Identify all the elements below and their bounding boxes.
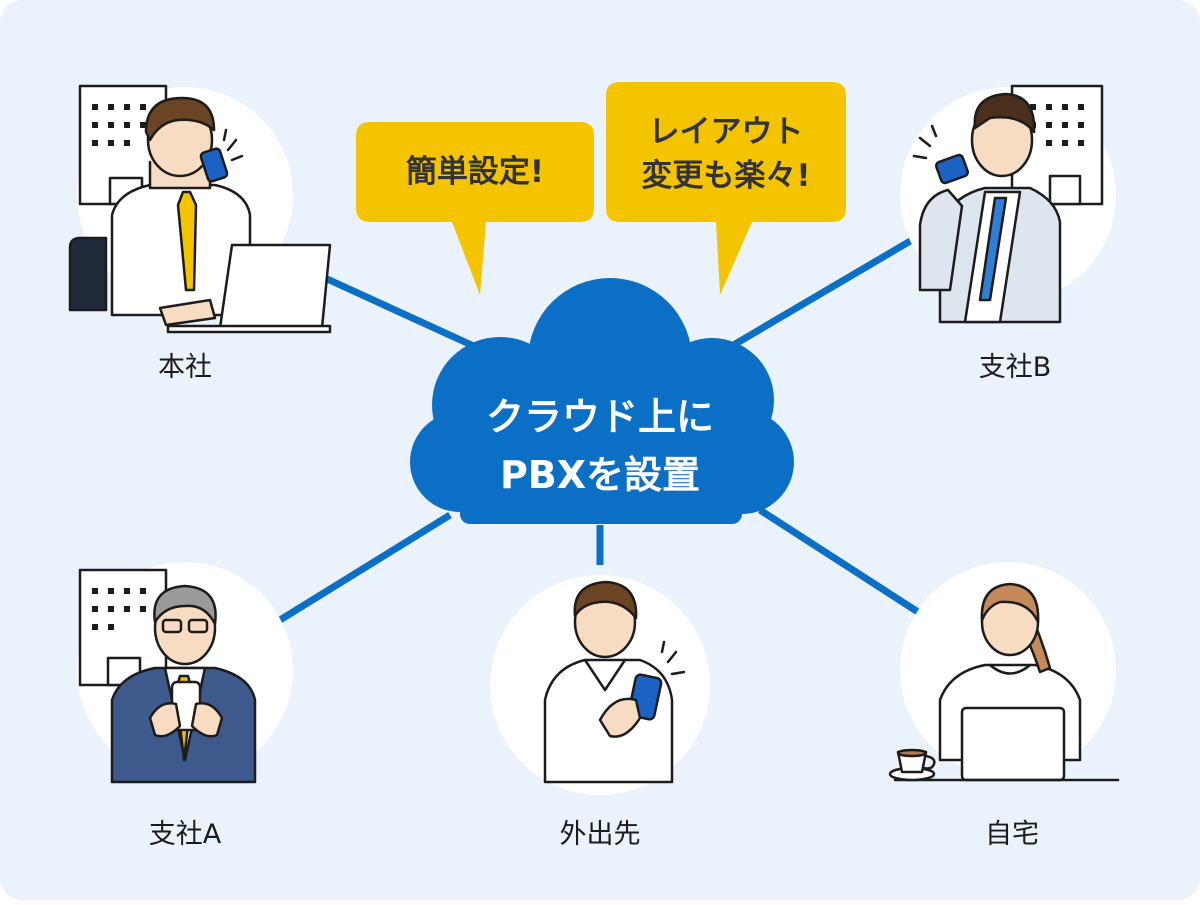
connector-shisha-a <box>278 512 452 623</box>
person-smartphone-icon <box>543 580 686 784</box>
cloud-label-line-2: PBXを設置 <box>499 453 701 497</box>
cloud-icon <box>410 278 794 524</box>
node-label-honsha: 本社 <box>158 352 212 383</box>
person-laptop-icon <box>888 582 1120 782</box>
connector-honsha <box>323 274 480 352</box>
coffee-cup-icon <box>888 748 936 782</box>
cloud-label: クラウド上に PBXを設置 <box>415 388 785 504</box>
node-label-gaishutsusaki: 外出先 <box>559 819 641 850</box>
connector-shisha-b <box>723 236 914 354</box>
bubble-1-line-1: 簡単設定! <box>405 154 545 190</box>
cloud-label-line-1: クラウド上に <box>485 395 714 439</box>
connector-jitaku <box>758 507 920 615</box>
person-phone-laptop-icon <box>68 84 332 334</box>
node-label-shisha-a: 支社A <box>148 819 222 850</box>
person-phone-icon <box>912 84 1104 324</box>
node-label-jitaku: 自宅 <box>985 819 1039 850</box>
node-label-shisha-b: 支社B <box>978 352 1052 383</box>
bubble-2-line-1: レイアウト <box>648 114 804 150</box>
bubble-simple-setup <box>356 122 594 295</box>
bubble-layout-change <box>606 82 846 295</box>
bubble-simple-setup-text: 簡単設定! <box>356 150 594 194</box>
bubble-layout-change-text: レイアウト 変更も楽々! <box>606 110 846 198</box>
speech-bubbles <box>356 82 846 295</box>
bubble-2-line-2: 変更も楽々! <box>641 158 811 194</box>
person-smartphone-icon <box>78 568 257 784</box>
connectors <box>278 236 920 623</box>
